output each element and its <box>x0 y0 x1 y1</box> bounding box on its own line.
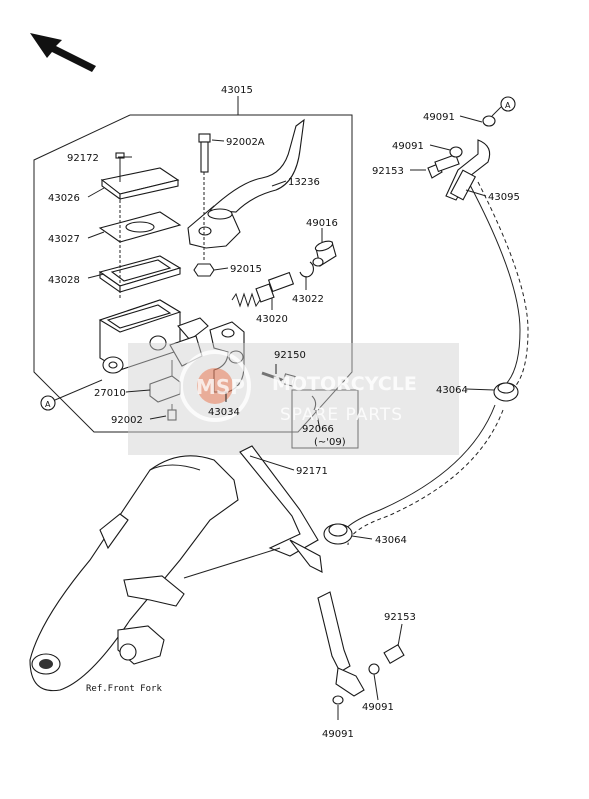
label-43028: 43028 <box>48 275 80 286</box>
bolt-92002A <box>198 133 211 262</box>
label-43064-lower: 43064 <box>375 535 407 546</box>
reference-marker-a-right <box>491 96 516 117</box>
leader-lines <box>87 115 495 720</box>
bolt-92150 <box>261 371 296 387</box>
reference-marker-a-left <box>40 379 103 411</box>
dust-boot-49016 <box>312 240 337 267</box>
nut-92015 <box>193 263 215 277</box>
label-49091-upper-a: 49091 <box>423 112 455 123</box>
inset-box-92066 <box>291 389 359 449</box>
reservoir-cap-43026 <box>100 167 180 201</box>
plate-43027 <box>98 211 182 243</box>
assembly-outline-43015 <box>33 96 353 433</box>
label-43026: 43026 <box>48 193 80 204</box>
label-ref-front-fork: Ref.Front Fork <box>86 684 162 694</box>
grommet-43064-lower <box>323 523 353 545</box>
lower-hose-fitting <box>317 591 405 705</box>
banjo-bolt-92153-upper <box>427 153 460 179</box>
washer-49091-upper-b <box>449 146 463 158</box>
screw-92002 <box>167 404 177 421</box>
label-27010: 27010 <box>94 388 126 399</box>
label-43095: 43095 <box>488 192 520 203</box>
label-49091-upper-b: 49091 <box>392 141 424 152</box>
lever-13236 <box>187 118 305 249</box>
label-92150: 92150 <box>274 350 306 361</box>
label-43034: 43034 <box>208 407 240 418</box>
direction-arrow-icon <box>30 33 96 72</box>
label-43020: 43020 <box>256 314 288 325</box>
marker-a-left-letter: A <box>45 400 51 409</box>
bracket-92171 <box>239 445 323 573</box>
label-43015: 43015 <box>221 85 253 96</box>
watermark-logo: MSP <box>196 375 245 399</box>
label-92172: 92172 <box>67 153 99 164</box>
label-49091-lower-a: 49091 <box>362 702 394 713</box>
grommet-43064-upper <box>493 382 519 402</box>
washer-49091-upper-a <box>482 115 496 127</box>
front-fork <box>29 455 281 692</box>
diaphragm-43028 <box>98 255 182 294</box>
watermark-line2: SPARE PARTS <box>280 405 403 425</box>
label-13236: 13236 <box>288 177 320 188</box>
label-92153-lower: 92153 <box>384 612 416 623</box>
label-92066-note: (~'09) <box>314 437 346 448</box>
watermark <box>128 343 459 455</box>
label-43022: 43022 <box>292 294 324 305</box>
label-49091-lower-b: 49091 <box>322 729 354 740</box>
label-43027: 43027 <box>48 234 80 245</box>
piston-kit-43020 <box>231 271 295 308</box>
label-92015: 92015 <box>230 264 262 275</box>
screw-92172 <box>115 152 125 182</box>
circlip-43022 <box>299 261 314 278</box>
watermark-line1: MOTORCYCLE <box>272 373 417 395</box>
label-92153-upper: 92153 <box>372 166 404 177</box>
label-43064-upper: 43064 <box>436 385 468 396</box>
label-92066: 92066 <box>302 424 334 435</box>
label-92171: 92171 <box>296 466 328 477</box>
label-92002A: 92002A <box>226 137 265 148</box>
label-92002: 92002 <box>111 415 143 426</box>
label-49016: 49016 <box>306 218 338 229</box>
marker-a-right-letter: A <box>505 101 511 110</box>
